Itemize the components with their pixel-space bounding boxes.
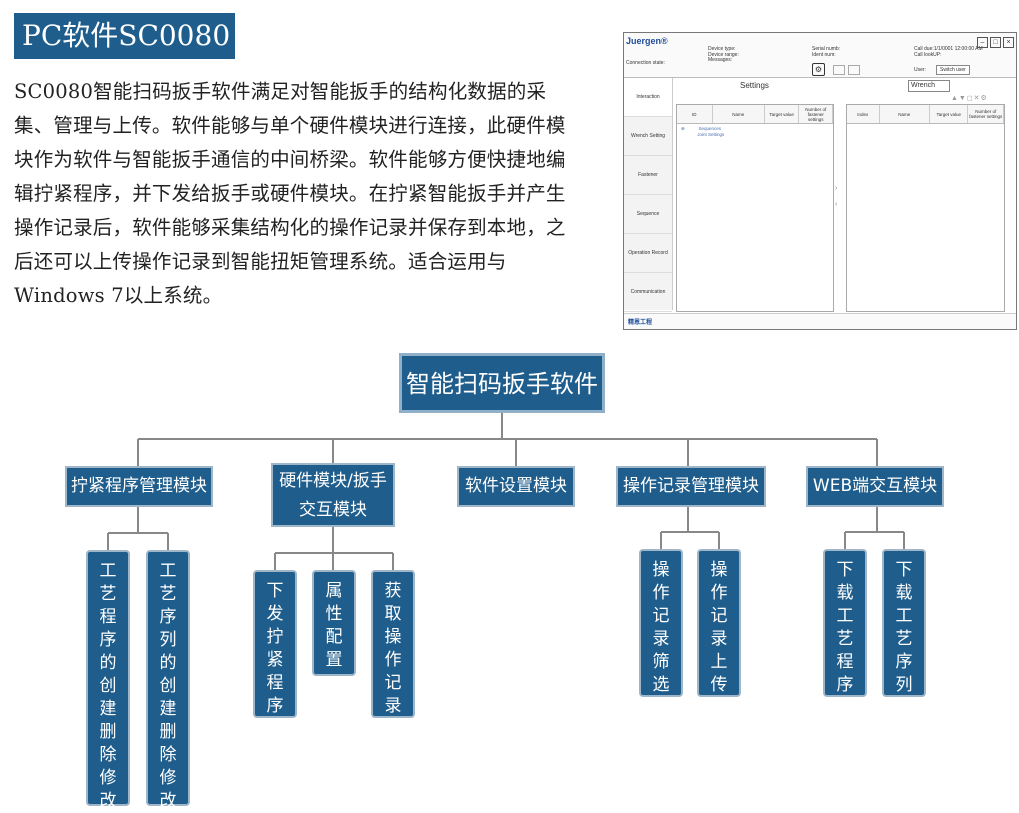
diagram-root-node: 智能扫码扳手软件 xyxy=(399,353,605,413)
leaf-process-program-crud: 工艺程序的创建删除修改 xyxy=(86,550,130,811)
switch-user-button[interactable]: Switch user xyxy=(936,65,970,75)
serial-info: Serial numb: Ident num: xyxy=(812,46,841,58)
transfer-arrows[interactable]: ›‹ xyxy=(835,185,838,208)
screenshot-header: Juergen® Connection state: Device type: … xyxy=(624,33,1016,78)
leaf-record-upload: 操作记录上传 xyxy=(697,549,741,697)
toolbar-icons: ▲▼◻✕⚙ xyxy=(951,95,988,102)
col-target-value: Target value xyxy=(765,105,800,123)
col-name: Name xyxy=(713,105,765,123)
page-title: PC软件SC0080 xyxy=(14,13,235,59)
sidebar-item-interaction[interactable]: Interaction xyxy=(624,78,672,117)
col-target-value-right: Target value xyxy=(930,105,969,123)
sidebar-item-operation-record[interactable]: Operation Record xyxy=(624,234,672,273)
screenshot-sidebar: Interaction Wrench Setting Fastener Sequ… xyxy=(624,78,673,312)
left-table-header: ID Name Target value Number of fastener … xyxy=(677,105,834,124)
leaf-get-operation-record: 获取操作记录 xyxy=(371,570,415,718)
footer-logo: 精恩工程 xyxy=(628,320,653,326)
leaf-download-sequence: 下载工艺序列 xyxy=(882,549,926,697)
sidebar-item-sequence[interactable]: Sequence xyxy=(624,195,672,234)
minimize-icon[interactable]: – xyxy=(977,37,988,48)
module-hardware-wrench-interaction: 硬件模块/扳手交互模块 xyxy=(271,463,395,527)
disabled-tool-icon-2 xyxy=(848,65,860,75)
connection-state-label: Connection state: xyxy=(626,60,665,66)
ident-label: Ident num: xyxy=(812,51,836,58)
disabled-tool-icon xyxy=(833,65,845,75)
col-fastener-settings: Number of fastener settings xyxy=(799,105,834,123)
device-info: Device type: Device range: Messages: xyxy=(708,46,739,64)
sidebar-item-communication[interactable]: Communication xyxy=(624,273,672,312)
col-id: ID xyxy=(677,105,713,123)
description-paragraph: SC0080智能扫码扳手软件满足对智能扳手的结构化数据的采集、管理与上传。软件能… xyxy=(14,80,566,307)
close-icon[interactable]: × xyxy=(1003,37,1014,48)
screenshot-footer: 精恩工程 xyxy=(624,313,1016,329)
left-table: ID Name Target value Number of fastener … xyxy=(676,104,834,312)
call-due-label: Call due:1/1/0001 12:00:00 AM xyxy=(914,46,983,52)
maximize-icon[interactable]: □ xyxy=(990,37,1001,48)
device-type-label: Device type: xyxy=(708,46,736,52)
device-range-label: Device range: xyxy=(708,51,739,58)
settings-title: Settings xyxy=(740,81,769,90)
col-fastener-settings-right: Number of fastener settings xyxy=(968,105,1005,123)
tree-item-sequences[interactable]: ⊕ Sequences xyxy=(681,126,722,131)
tree-item-joint-settings[interactable]: Joint Settings xyxy=(697,132,725,137)
leaf-download-program: 下载工艺程序 xyxy=(823,549,867,697)
right-table: Index Name Target value Number of fasten… xyxy=(846,104,1005,312)
right-table-header: Index Name Target value Number of fasten… xyxy=(847,105,1005,124)
tree-view: ⊕ Sequences Joint Settings xyxy=(677,124,833,140)
leaf-record-filter: 操作记录筛选 xyxy=(639,549,683,697)
module-web-interaction: WEB端交互模块 xyxy=(806,466,944,507)
leaf-send-tightening-program: 下发拧紧程序 xyxy=(253,570,297,718)
user-label: User: xyxy=(914,67,926,73)
window-controls: – □ × xyxy=(977,37,1014,48)
messages-label: Messages: xyxy=(708,57,733,63)
sidebar-item-wrench-setting[interactable]: Wrench Setting xyxy=(624,117,672,156)
leaf-property-config: 属性配置 xyxy=(312,570,356,676)
serial-label: Serial numb: xyxy=(812,46,841,52)
call-lookup-label: Call lookUP: xyxy=(914,51,942,58)
module-operation-record-management: 操作记录管理模块 xyxy=(616,466,766,507)
wrench-select[interactable]: Wrench xyxy=(908,80,950,92)
col-name-right: Name xyxy=(880,105,930,123)
software-screenshot: Juergen® Connection state: Device type: … xyxy=(623,32,1017,330)
screenshot-logo: Juergen® xyxy=(626,36,668,46)
clock-info: Call due:1/1/0001 12:00:00 AM Call lookU… xyxy=(914,46,983,58)
module-software-settings: 软件设置模块 xyxy=(457,466,575,507)
module-tightening-program: 拧紧程序管理模块 xyxy=(65,466,213,507)
sidebar-item-fastener[interactable]: Fastener xyxy=(624,156,672,195)
gear-icon[interactable]: ⚙ xyxy=(812,63,825,76)
leaf-process-sequence-crud: 工艺序列的创建删除修改 xyxy=(146,550,190,811)
col-index: Index xyxy=(847,105,880,123)
